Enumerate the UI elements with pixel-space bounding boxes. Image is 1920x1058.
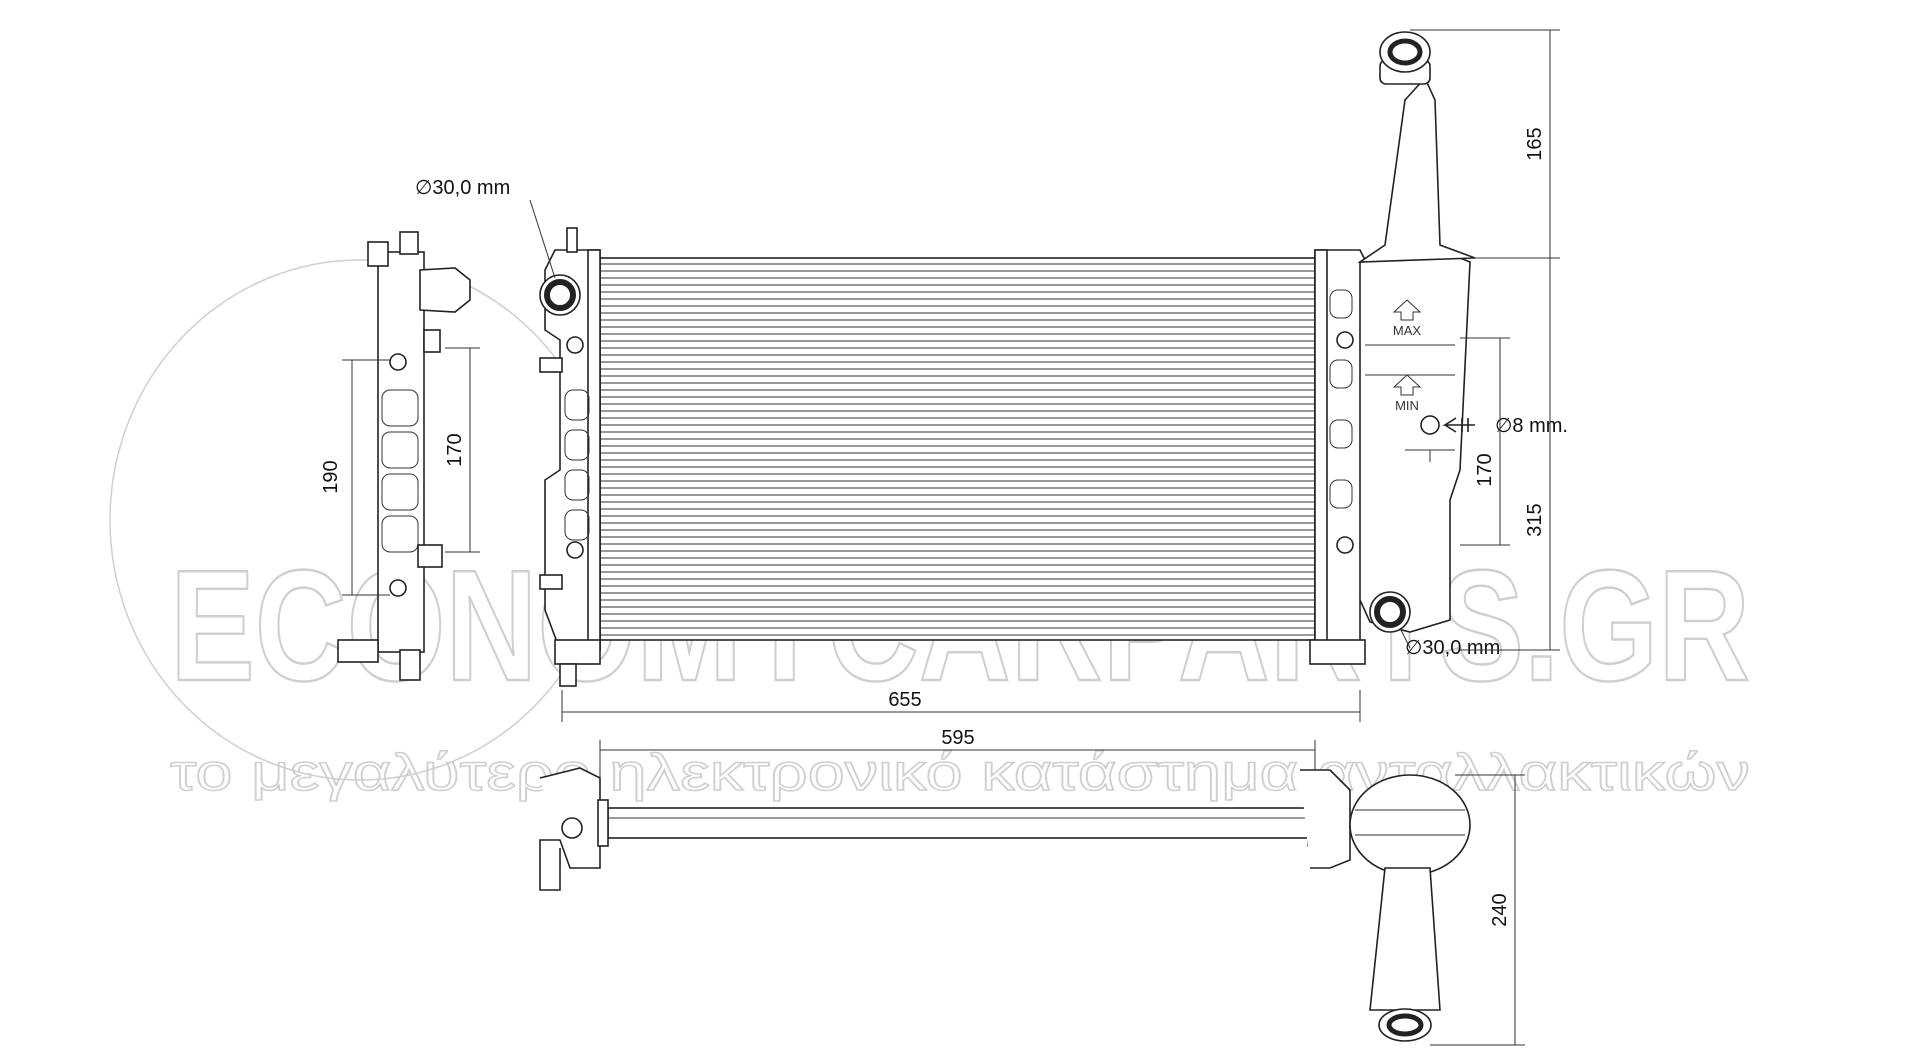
side-view-bolt-top [389,353,407,371]
bottom-view-expansion-tank [1349,774,1471,876]
radiator-core [599,257,1316,641]
bottom-view-right-tank [1300,769,1351,869]
side-view: 190 170 [320,231,480,681]
bottom-view-filler-neck [1369,867,1441,1011]
dim-top-diameter: ∅30,0 mm [415,177,510,199]
lower-left-drain [559,663,577,687]
dim-right-315: 315 [1524,503,1546,536]
right-tank-bolt-2 [1336,536,1354,554]
dim-bottom-diameter: ∅30,0 mm [1405,637,1500,659]
radiator-fins [600,263,1315,636]
side-view-inlet-pipe [419,267,471,313]
dim-core-width: 595 [941,727,974,749]
drain-arrow-icon [1442,417,1475,433]
tank-max-label: MAX [1393,323,1422,338]
dim-drain-diameter: ∅8 mm. [1495,415,1568,437]
max-arrow-icon [1392,299,1422,321]
right-tank-bolt-1 [1336,331,1354,349]
dim-side-190: 190 [320,460,342,493]
left-tank-bolt-1 [566,336,584,354]
bottom-view: 240 [539,767,1525,1046]
drain-plug-icon [1420,415,1440,435]
dim-side-170: 170 [444,433,466,466]
left-tank-bolt-2 [566,541,584,559]
min-arrow-icon [1392,374,1422,396]
dim-overall-width: 655 [888,689,921,711]
filler-neck [1357,76,1476,263]
bottom-view-core [607,807,1309,839]
dim-filler-height: 165 [1524,127,1546,160]
watermark-tagline: το μεγαλύτερο ηλεκτρονικό κατάστημα αντα… [170,744,1750,802]
expansion-tank [1359,257,1471,633]
front-dimensions: ∅30,0 mm ∅30,0 mm ∅8 mm. 165 170 315 655… [415,29,1568,780]
dim-bottom-depth: 240 [1489,893,1511,926]
tank-min-label: MIN [1395,398,1419,413]
side-view-bolt-bottom [389,579,407,597]
dim-right-170: 170 [1474,453,1496,486]
front-view: MAX MIN [539,31,1476,687]
